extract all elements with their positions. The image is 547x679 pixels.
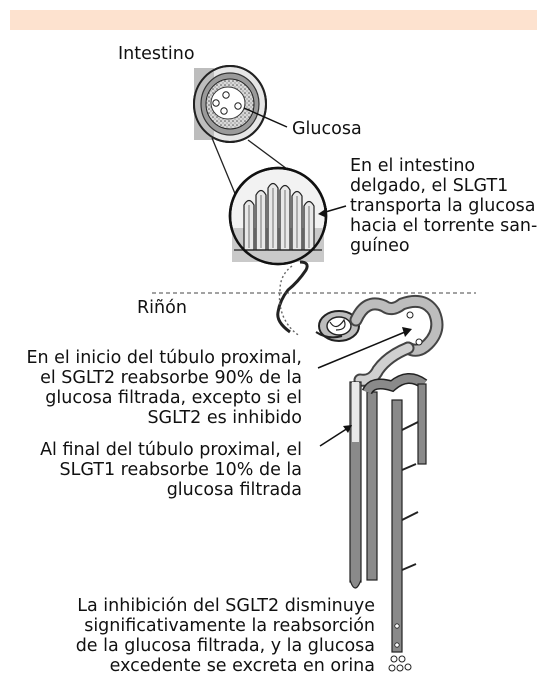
note-line: La inhibición del SGLT2 disminuye — [76, 596, 375, 616]
label-glucosa: Glucosa — [292, 119, 362, 139]
excreted-glucose-icon — [389, 656, 411, 671]
note-line: SGLT2 es inhibido — [26, 408, 302, 428]
zoom-line-left — [212, 138, 236, 196]
note-line: Al final del túbulo proximal, el — [40, 440, 302, 460]
note-inhibicion: La inhibición del SGLT2 disminuye signif… — [76, 596, 375, 676]
note-inicio-tubulo: En el inicio del túbulo proximal, el SGL… — [26, 348, 302, 428]
note-line: significativamente la reabsorción — [76, 616, 375, 636]
note-line: transporta la glucosa — [350, 196, 537, 216]
note-line: En el inicio del túbulo proximal, — [26, 348, 302, 368]
note-line: guíneo — [350, 236, 537, 256]
note-line: de la glucosa filtrada, y la glucosa — [76, 636, 375, 656]
note-line: glucosa filtrada — [40, 480, 302, 500]
note-line: delgado, el SLGT1 — [350, 176, 537, 196]
label-rinon: Riñón — [137, 298, 187, 318]
note-line: En el intestino — [350, 156, 537, 176]
note-line: glucosa filtrada, excepto si el — [26, 388, 302, 408]
note-line: el SGLT2 reabsorbe 90% de la — [26, 368, 302, 388]
ascending-limb — [367, 392, 377, 580]
note-line: hacia el torrente san- — [350, 216, 537, 236]
intestine-icon — [194, 66, 266, 142]
label-intestino: Intestino — [118, 44, 195, 64]
note-final-tubulo: Al final del túbulo proximal, el SLGT1 r… — [40, 440, 302, 500]
note-line: excedente se excreta en orina — [76, 656, 375, 676]
note-line: SLGT1 reabsorbe 10% de la — [40, 460, 302, 480]
villi-magnified-icon — [230, 168, 326, 264]
note-intestino: En el intestino delgado, el SLGT1 transp… — [350, 156, 537, 256]
blood-vessel — [278, 262, 307, 332]
collecting-duct — [392, 400, 402, 652]
final-arrow — [320, 428, 348, 446]
